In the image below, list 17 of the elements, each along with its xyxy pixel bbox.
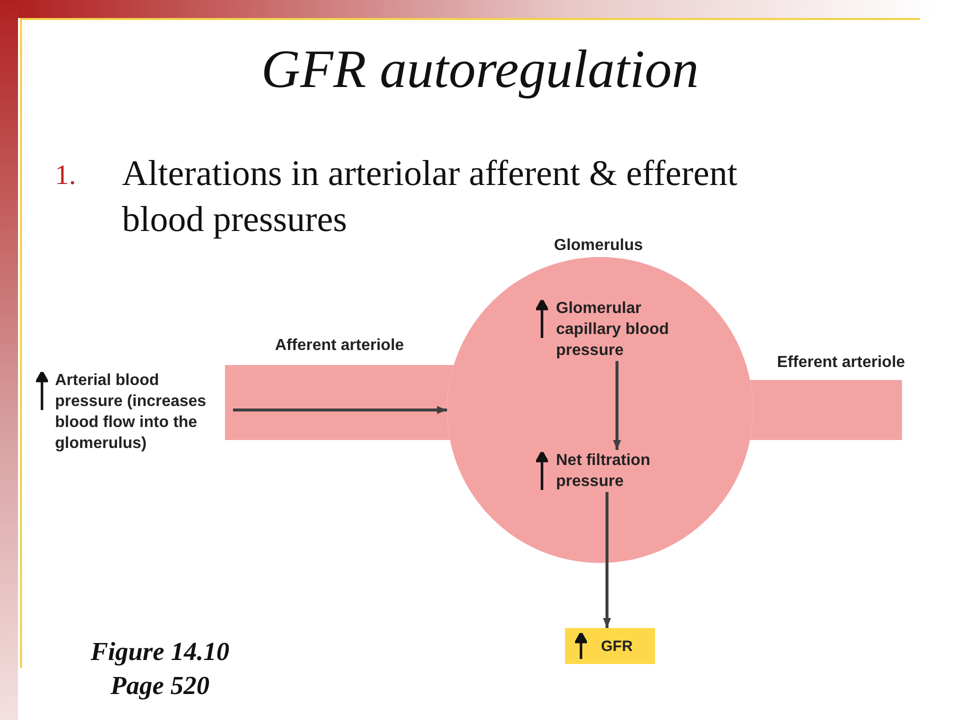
node-heading: Afferent arteriole bbox=[275, 336, 404, 356]
glomerulus-circle bbox=[447, 235, 753, 565]
node-text: Glomerular capillary blood pressure bbox=[556, 299, 670, 361]
arrow bbox=[603, 492, 611, 628]
vessel-segment bbox=[225, 335, 454, 440]
title: GFR autoregulation bbox=[260, 38, 700, 100]
note-text: Arterial blood pressure (increases blood flow into the glomerulus) bbox=[55, 371, 208, 454]
result-box bbox=[565, 628, 655, 664]
arrow bbox=[613, 361, 621, 450]
node-text: Net filtration pressure bbox=[556, 451, 652, 492]
subtitle: Alterations in arteriolar afferent & efferent blood pressures bbox=[122, 152, 738, 239]
node-text: GFR bbox=[601, 637, 633, 657]
figure-reference: Figure 14.10 Page 520 bbox=[90, 636, 230, 702]
node-heading: Efferent arteriole bbox=[777, 353, 906, 373]
list-number: 1. bbox=[55, 160, 76, 192]
node-heading: Glomerulus bbox=[554, 236, 643, 256]
arrow bbox=[233, 406, 447, 414]
